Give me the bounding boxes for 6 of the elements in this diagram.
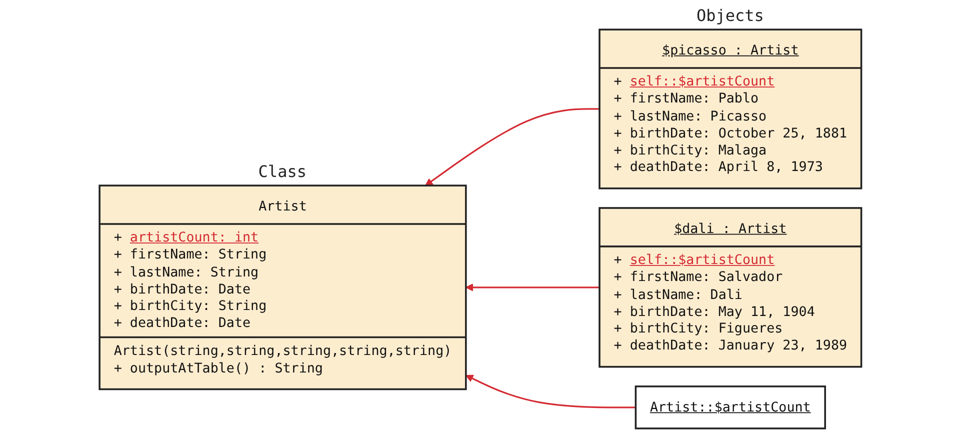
arrow — [424, 108, 600, 186]
arrow — [465, 283, 600, 292]
arrow — [465, 374, 636, 408]
column-heading: Objects — [696, 6, 764, 26]
node-caption: Class — [258, 162, 306, 182]
node-box: Artist::$artistCount — [634, 386, 826, 430]
